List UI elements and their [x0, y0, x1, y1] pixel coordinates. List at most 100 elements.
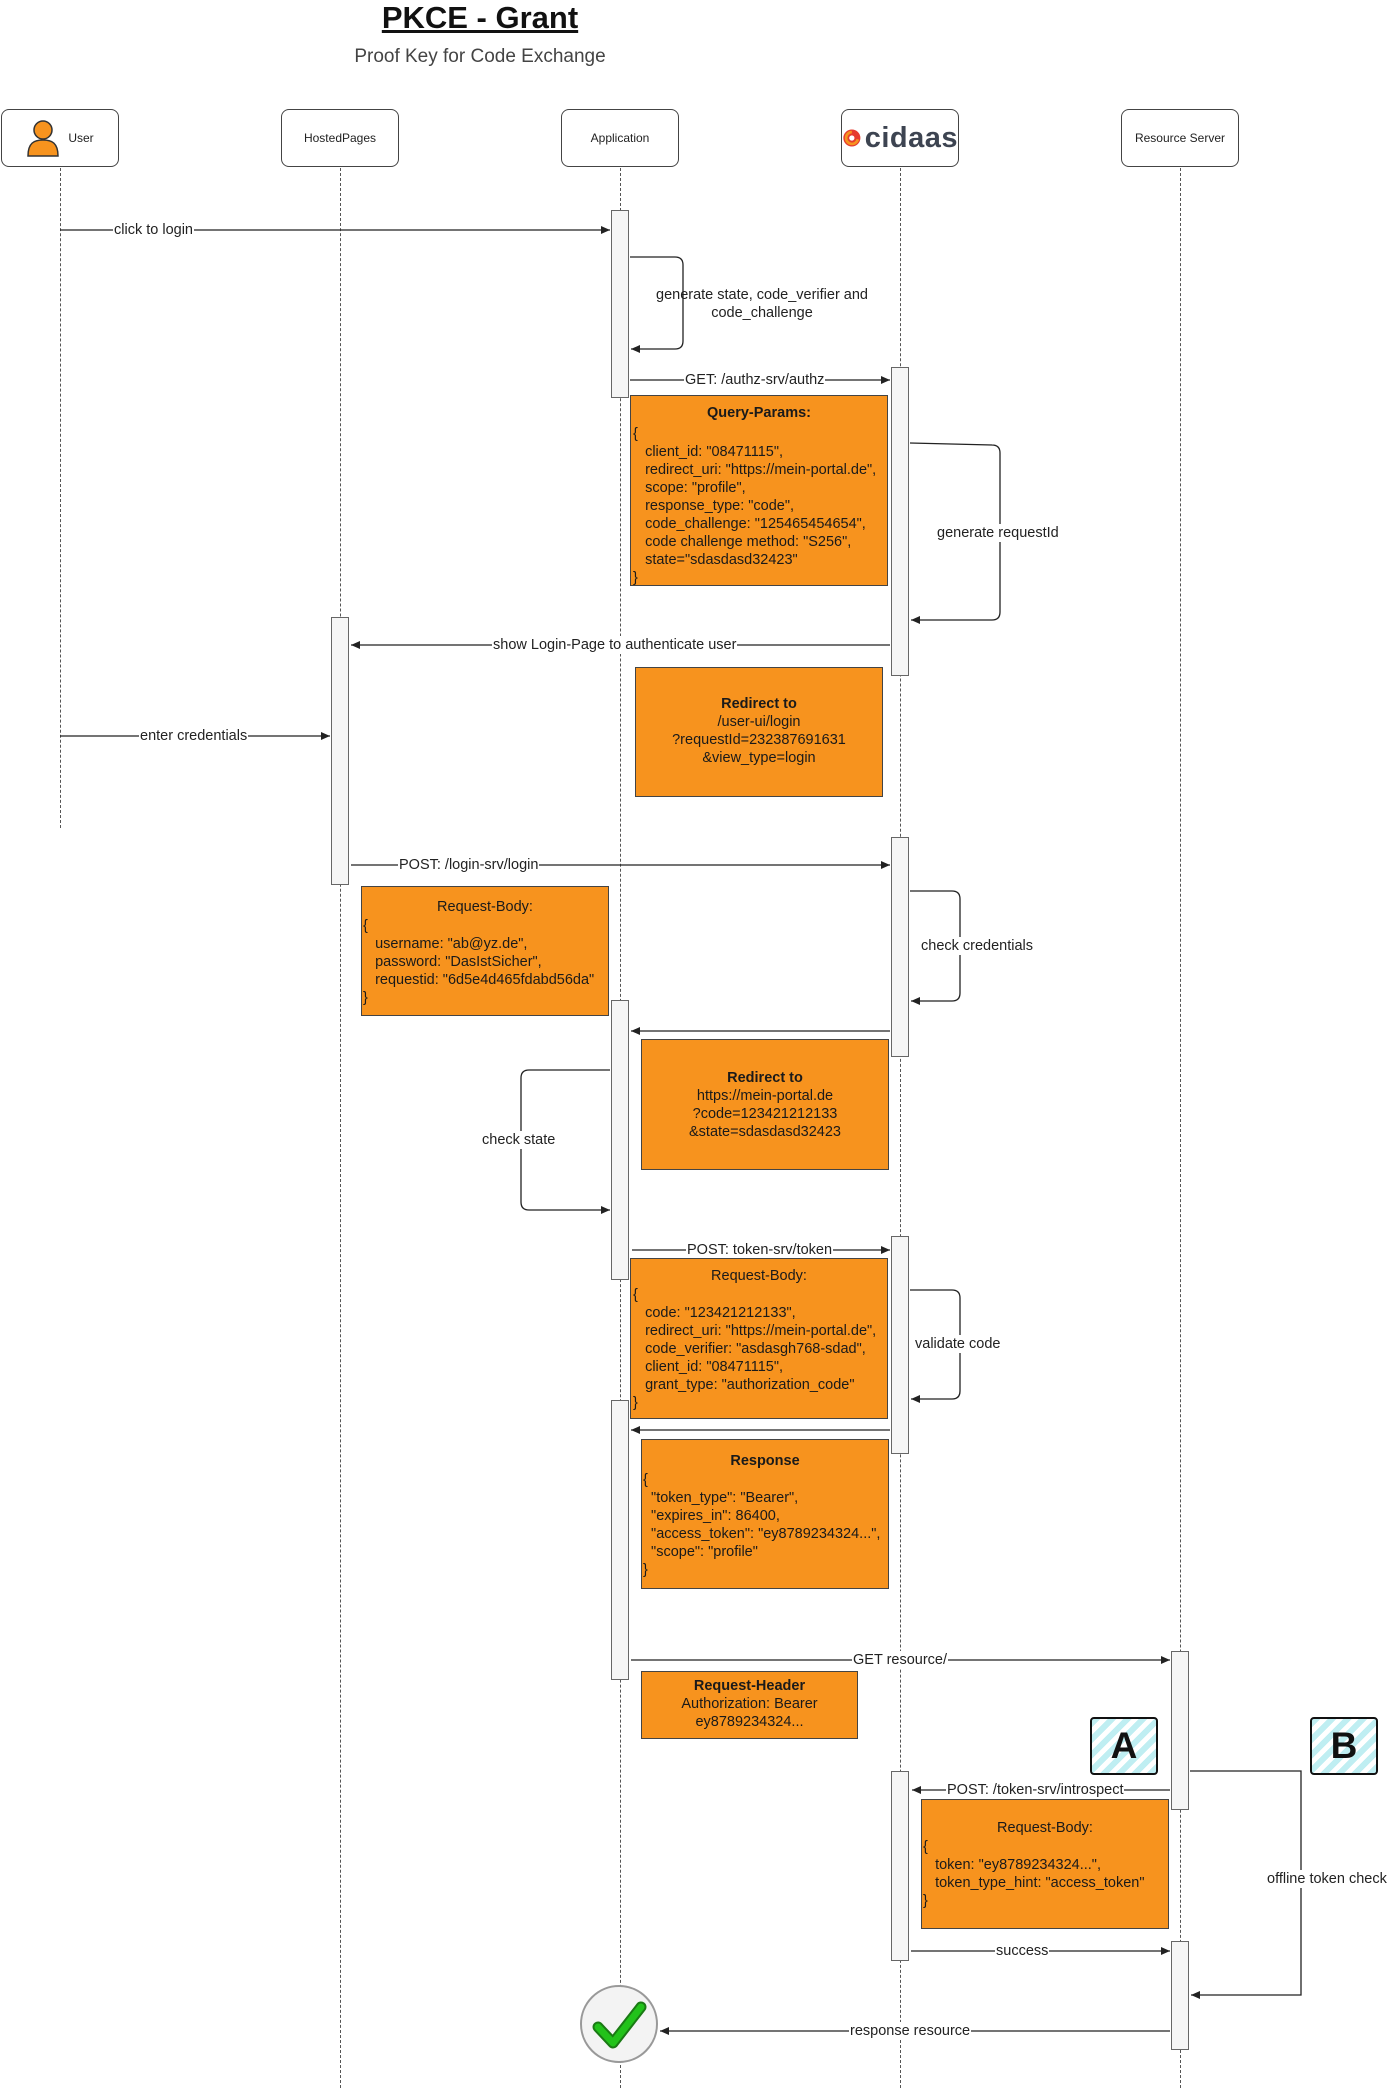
- label-generate-state-line1: generate state, code_verifier and: [656, 287, 868, 303]
- checkmark-icon: [592, 2001, 647, 2049]
- actor-cidaas: cidaas: [841, 109, 959, 167]
- activation-application-1: [611, 210, 629, 398]
- label-check-credentials: check credentials: [920, 937, 1035, 955]
- note-line: }: [633, 1395, 638, 1411]
- label-post-token: POST: token-srv/token: [686, 1241, 834, 1259]
- label-generate-state: generate state, code_verifier and code_c…: [645, 286, 879, 322]
- label-validate-code: validate code: [914, 1335, 1002, 1353]
- note-line: }: [363, 990, 368, 1006]
- arrow-generate-state: [630, 256, 684, 353]
- actor-application-label: Application: [590, 131, 650, 145]
- diagram-subtitle: Proof Key for Code Exchange: [354, 46, 606, 67]
- note-request-header: Request-Header Authorization: Bearer ey8…: [641, 1671, 858, 1739]
- cidaas-logo-text: cidaas: [864, 121, 958, 154]
- note-line: "access_token": "ey8789234324...",: [643, 1526, 881, 1542]
- label-response-resource: response resource: [849, 2022, 972, 2040]
- note-redirect-login: Redirect to /user-ui/login ?requestId=23…: [635, 667, 883, 797]
- note-line: "token_type": "Bearer",: [643, 1490, 799, 1506]
- actor-application: Application: [561, 109, 679, 167]
- label-post-introspect: POST: /token-srv/introspect: [946, 1781, 1125, 1799]
- note-line: code_verifier: "asdasgh768-sdad",: [633, 1341, 866, 1357]
- activation-cidaas-4: [891, 1771, 909, 1961]
- note-line: }: [633, 570, 638, 586]
- activation-resource-1: [1171, 1651, 1189, 1810]
- note-line: scope: "profile",: [633, 480, 746, 496]
- note-line: {: [923, 1839, 928, 1855]
- note-line: password: "DasIstSicher",: [363, 954, 542, 970]
- note-line: }: [923, 1893, 928, 1909]
- lifeline-cidaas: [900, 168, 901, 2088]
- label-get-authz: GET: /authz-srv/authz: [684, 371, 826, 389]
- actor-resource-server: Resource Server: [1121, 109, 1239, 167]
- note-request-body-token: Request-Body: { code: "123421212133", re…: [630, 1258, 888, 1419]
- note-line: https://mein-portal.de: [696, 1088, 834, 1104]
- note-line: code_challenge: "125465454654",: [633, 516, 866, 532]
- note-line: "expires_in": 86400,: [643, 1508, 780, 1524]
- note-redirect-portal: Redirect to https://mein-portal.de ?code…: [641, 1039, 889, 1170]
- note-request-body-introspect: Request-Body: { token: "ey8789234324..."…: [921, 1799, 1169, 1929]
- lifeline-resource-server: [1180, 168, 1181, 2088]
- note-line: grant_type: "authorization_code": [633, 1377, 855, 1393]
- note-line: "scope": "profile": [643, 1544, 758, 1560]
- note-request-body-login-head: Request-Body:: [437, 899, 533, 915]
- note-line: token_type_hint: "access_token": [923, 1875, 1145, 1891]
- note-line: requestid: "6d5e4d465fdabd56da": [363, 972, 595, 988]
- note-line: redirect_uri: "https://mein-portal.de",: [633, 1323, 877, 1339]
- note-line: client_id: "08471115",: [633, 1359, 784, 1375]
- note-query-params: Query-Params: { client_id: "08471115", r…: [630, 395, 888, 586]
- label-show-login: show Login-Page to authenticate user: [492, 636, 738, 654]
- note-line: ey8789234324...: [695, 1714, 804, 1730]
- note-line: /user-ui/login: [717, 714, 801, 730]
- lifeline-hostedpages: [340, 168, 341, 2088]
- note-line: code challenge method: "S256",: [633, 534, 852, 550]
- note-response: Response { "token_type": "Bearer", "expi…: [641, 1439, 889, 1589]
- badge-b: B: [1310, 1717, 1378, 1775]
- actor-user: User: [1, 109, 119, 167]
- actor-resource-server-label: Resource Server: [1134, 131, 1226, 145]
- activation-application-3: [611, 1400, 629, 1680]
- label-generate-requestid: generate requestId: [936, 524, 1060, 542]
- note-line: redirect_uri: "https://mein-portal.de",: [633, 462, 877, 478]
- activation-cidaas-3: [891, 1236, 909, 1454]
- label-generate-state-line2: code_challenge: [711, 305, 813, 321]
- badge-a: A: [1090, 1717, 1158, 1775]
- note-line: client_id: "08471115",: [633, 444, 784, 460]
- activation-cidaas-1: [891, 367, 909, 676]
- note-redirect-login-head: Redirect to: [721, 696, 797, 712]
- note-response-head: Response: [730, 1453, 800, 1469]
- activation-resource-2: [1171, 1941, 1189, 2050]
- lifeline-user: [60, 168, 61, 828]
- note-request-body-introspect-head: Request-Body:: [997, 1820, 1093, 1836]
- note-line: ?code=123421212133: [692, 1106, 838, 1122]
- cidaas-logo-icon: [843, 129, 861, 147]
- actor-hostedpages: HostedPages: [281, 109, 399, 167]
- note-line: username: "ab@yz.de",: [363, 936, 528, 952]
- note-line: &view_type=login: [702, 750, 816, 766]
- note-line: ?requestId=232387691631: [672, 732, 846, 748]
- note-query-params-head: Query-Params:: [707, 405, 811, 421]
- label-get-resource: GET resource/: [852, 1651, 949, 1669]
- note-request-body-login: Request-Body: { username: "ab@yz.de", pa…: [361, 886, 609, 1016]
- note-line: {: [633, 426, 638, 442]
- note-line: {: [643, 1472, 648, 1488]
- note-line: }: [643, 1562, 648, 1578]
- user-icon: [27, 120, 60, 157]
- label-success: success: [995, 1942, 1050, 1960]
- note-line: state="sdasdasd32423": [633, 552, 798, 568]
- note-request-body-token-head: Request-Body:: [711, 1268, 807, 1284]
- note-line: {: [633, 1287, 638, 1303]
- label-post-login: POST: /login-srv/login: [398, 856, 540, 874]
- activation-application-2: [611, 1000, 629, 1280]
- note-line: response_type: "code",: [633, 498, 795, 514]
- note-line: Authorization: Bearer: [681, 1696, 818, 1712]
- activation-cidaas-2: [891, 837, 909, 1057]
- note-redirect-portal-head: Redirect to: [727, 1070, 803, 1086]
- label-check-state: check state: [481, 1131, 557, 1149]
- activation-hostedpages-1: [331, 617, 349, 885]
- success-check-icon: [580, 1985, 658, 2063]
- actor-user-label: User: [68, 131, 94, 145]
- note-line: {: [363, 918, 368, 934]
- diagram-title: PKCE - Grant: [381, 0, 579, 35]
- actor-hostedpages-label: HostedPages: [303, 131, 377, 145]
- label-enter-credentials: enter credentials: [139, 727, 249, 745]
